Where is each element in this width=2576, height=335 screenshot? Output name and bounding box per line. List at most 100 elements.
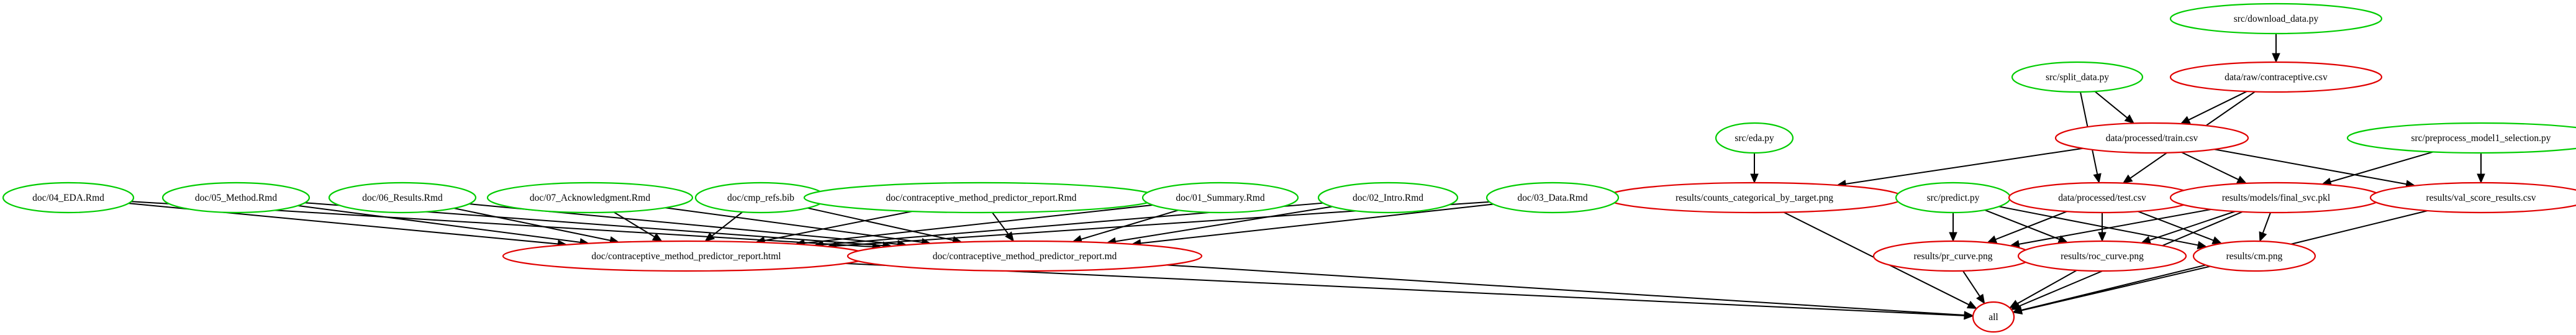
edge-md-to-all <box>1166 264 1974 319</box>
edge-line <box>2149 211 2236 241</box>
node-label: data/raw/contraceptive.csv <box>2225 72 2328 83</box>
node-intro: doc/02_Intro.Rmd <box>1317 181 1459 214</box>
edge-prep-to-val <box>2477 153 2485 184</box>
edge-line <box>764 211 912 242</box>
source-node-ellipse <box>328 181 477 214</box>
node-md: doc/contraceptive_method_predictor_repor… <box>846 240 1203 272</box>
source-node-ellipse <box>2011 61 2144 93</box>
node-raw: data/raw/contraceptive.csv <box>2169 61 2383 93</box>
source-node-ellipse <box>1485 181 1620 214</box>
target-node-ellipse <box>2169 61 2383 93</box>
source-node-ellipse <box>1141 181 1299 214</box>
arrowhead <box>2093 173 2102 184</box>
node-bib: doc/cmp_refs.bib <box>694 181 827 214</box>
node-label: src/predict.py <box>1927 193 1980 203</box>
arrowhead <box>2124 114 2135 124</box>
node-method: doc/05_Method.Rmd <box>161 181 311 214</box>
edge-eda-to-counts <box>1750 153 1759 184</box>
edge-download-to-raw <box>2272 34 2280 63</box>
source-node-ellipse <box>2 181 135 214</box>
edge-line <box>1081 209 1179 240</box>
edge-line <box>1998 206 2198 246</box>
edge-bib-to-html <box>704 211 743 242</box>
arrowhead <box>2477 173 2485 184</box>
edge-line <box>2016 270 2077 305</box>
node-label: all <box>1989 312 1998 323</box>
edge-pr-to-all <box>1962 270 1985 305</box>
node-label: doc/contraceptive_method_predictor_repor… <box>933 251 1117 262</box>
node-html: doc/contraceptive_method_predictor_repor… <box>502 240 871 272</box>
node-label: src/eda.py <box>1735 133 1774 144</box>
node-summary: doc/01_Summary.Rmd <box>1141 181 1299 214</box>
edge-line <box>2181 151 2239 180</box>
node-label: doc/06_Results.Rmd <box>362 193 443 203</box>
edge-line <box>1166 264 1965 316</box>
edge-line <box>2094 91 2128 119</box>
arrowhead <box>1964 311 1974 319</box>
node-results: doc/06_Results.Rmd <box>328 181 477 214</box>
node-label: doc/07_Acknowledgment.Rmd <box>530 193 650 203</box>
edge-line <box>804 204 1153 244</box>
node-label: src/download_data.py <box>2234 14 2319 24</box>
target-node-ellipse <box>1972 301 2015 333</box>
node-label: doc/contraceptive_method_predictor_repor… <box>591 251 781 262</box>
arrowhead <box>2098 232 2107 242</box>
edge-ack-to-html <box>613 211 663 242</box>
node-label: src/split_data.py <box>2046 72 2109 83</box>
edge-line <box>2214 149 2407 185</box>
node-pr: results/pr_curve.png <box>1872 240 2034 272</box>
arrowhead <box>2012 306 2023 314</box>
node-all: all <box>1972 301 2015 333</box>
node-eda-rmd: doc/04_EDA.Rmd <box>2 181 135 214</box>
edge-line <box>297 204 581 243</box>
node-predict: src/predict.py <box>1895 181 2011 214</box>
edge-split-to-train <box>2094 91 2135 124</box>
node-split: src/split_data.py <box>2011 61 2144 93</box>
node-label: results/roc_curve.png <box>2061 251 2144 262</box>
node-data: doc/03_Data.Rmd <box>1485 181 1620 214</box>
edge-line <box>1845 147 2083 185</box>
edge-line <box>1115 206 1333 242</box>
arrowhead <box>1976 293 1985 305</box>
edge-line <box>711 211 743 237</box>
node-label: src/preprocess_model1_selection.py <box>2411 133 2551 144</box>
target-node-ellipse <box>2054 122 2249 154</box>
source-node-ellipse <box>486 181 694 214</box>
node-download: src/download_data.py <box>2169 2 2383 35</box>
node-label: doc/contraceptive_method_predictor_repor… <box>886 193 1077 203</box>
edge-line <box>2330 151 2434 183</box>
edge-line <box>992 212 1009 235</box>
node-label: data/processed/train.csv <box>2106 133 2198 144</box>
node-label: results/counts_categorical_by_target.png <box>1676 193 1833 203</box>
arrowhead <box>704 232 715 242</box>
node-label: doc/04_EDA.Rmd <box>32 193 104 203</box>
edge-line <box>2021 265 2211 311</box>
arrowhead <box>1949 232 1957 242</box>
node-label: results/models/final_svc.pkl <box>2222 193 2330 203</box>
edge-line <box>1962 270 1980 297</box>
target-node-ellipse <box>846 240 1203 272</box>
arrowhead <box>2009 300 2020 308</box>
node-label: doc/05_Method.Rmd <box>195 193 277 203</box>
node-label: doc/cmp_refs.bib <box>727 193 794 203</box>
node-label: results/cm.png <box>2226 251 2283 262</box>
edge-prep-to-svc <box>2321 151 2434 186</box>
edge-line <box>2188 91 2247 121</box>
edge-line <box>2018 208 2211 245</box>
edge-line <box>845 262 1965 316</box>
source-node-ellipse <box>2346 122 2576 154</box>
source-node-ellipse <box>161 181 311 214</box>
arrowhead <box>1966 300 1977 309</box>
arrowhead <box>2259 231 2267 242</box>
edge-line <box>613 211 655 237</box>
edge-line <box>1140 203 1494 244</box>
node-label: results/val_score_results.csv <box>2426 193 2536 203</box>
node-cm: results/cm.png <box>2192 240 2316 272</box>
edge-predict-to-pr <box>1949 213 1957 242</box>
node-eda: src/eda.py <box>1715 122 1794 154</box>
node-ack: doc/07_Acknowledgment.Rmd <box>486 181 694 214</box>
node-svc: results/models/final_svc.pkl <box>2169 181 2383 214</box>
arrowhead <box>2122 174 2133 184</box>
